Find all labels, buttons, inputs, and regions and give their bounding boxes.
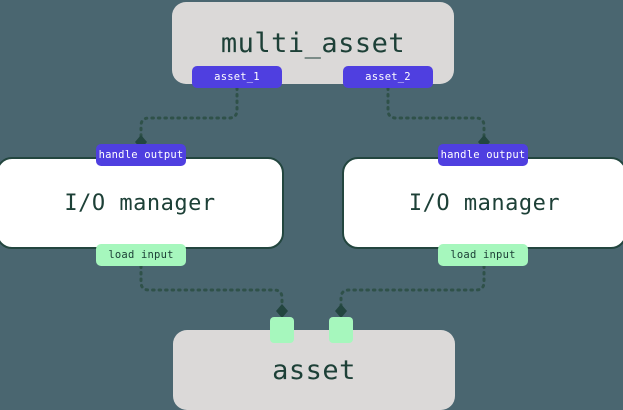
arrowhead-diamond-asset-input-1	[276, 304, 288, 318]
node-io-manager-right-label: I/O manager	[408, 190, 561, 216]
node-asset[interactable]: asset	[173, 330, 455, 410]
edge-asset1-to-handle-output-left	[139, 86, 239, 140]
arrowhead-diamond-asset-input-2	[335, 304, 347, 318]
node-asset-label: asset	[272, 354, 356, 386]
badge-asset-2[interactable]: asset_2	[343, 66, 433, 88]
node-io-manager-right[interactable]: I/O manager	[342, 157, 623, 249]
badge-load-input-left[interactable]: load input	[96, 244, 186, 266]
node-io-manager-left[interactable]: I/O manager	[0, 157, 284, 249]
badge-handle-output-left[interactable]: handle output	[96, 144, 186, 166]
node-io-manager-left-label: I/O manager	[64, 190, 216, 216]
edge-asset2-to-handle-output-right	[386, 86, 486, 140]
badge-asset-input-2[interactable]	[329, 317, 353, 343]
edge-load-input-left-to-asset	[139, 264, 284, 310]
badge-asset-1[interactable]: asset_1	[192, 66, 282, 88]
edge-load-input-right-to-asset	[339, 264, 486, 310]
badge-asset-input-1[interactable]	[270, 317, 294, 343]
badge-load-input-right[interactable]: load input	[438, 244, 528, 266]
node-multi-asset-label: multi_asset	[220, 27, 406, 59]
badge-handle-output-right[interactable]: handle output	[438, 144, 528, 166]
